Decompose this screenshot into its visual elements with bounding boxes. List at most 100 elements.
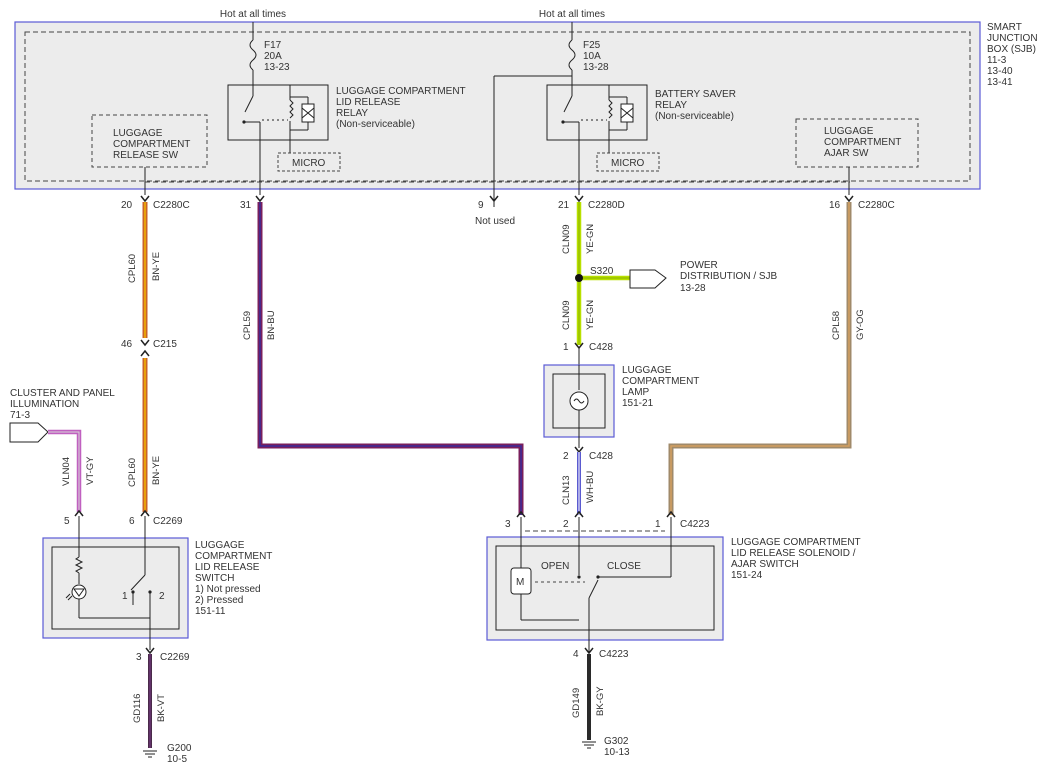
pin-3-c2269-num: 3 [136, 652, 142, 663]
pin-20-connector: C2280C [153, 200, 190, 211]
sjb-label: SMART JUNCTION BOX (SJB) 11-3 13-40 13-4… [987, 22, 1040, 88]
wire-cpl58 [668, 202, 852, 515]
pin-20-num: 20 [121, 200, 133, 211]
ajar-sw-box [795, 118, 919, 168]
solenoid-switch-contact [588, 579, 599, 599]
fuse-f25-label: F25 10A 13-28 [583, 40, 609, 73]
battery-relay-contact [563, 95, 573, 113]
lid-switch-contact [130, 574, 146, 591]
pin-6-num: 6 [129, 516, 135, 527]
wire-vln04-circuit: VLN04 [61, 457, 72, 486]
power-dist-connector-icon [629, 269, 667, 289]
lid-release-relay-label: LUGGAGE COMPARTMENT LID RELEASE RELAY (N… [336, 86, 468, 130]
lid-release-switch-label: LUGGAGE COMPARTMENT LID RELEASE SWITCH 1… [195, 540, 275, 617]
battery-saver-relay-label: BATTERY SAVER RELAY (Non-serviceable) [655, 89, 739, 122]
pin-9-not-used: Not used [475, 216, 515, 227]
ground-g302-label: G302 10-13 [604, 736, 631, 758]
battery-relay-micro-label: MICRO [611, 158, 645, 169]
wire-cpl60-top-circuit: CPL60 [127, 254, 138, 283]
wire-cln09-bottom-circuit: CLN09 [561, 300, 572, 330]
pin-21-connector: C2280D [588, 200, 625, 211]
wire-cln09-top-color: YE-GN [585, 224, 596, 254]
wire-cpl58-color: GY-OG [855, 309, 866, 340]
wire-cpl60-bottom-circuit: CPL60 [127, 458, 138, 487]
pin-3-c2269-connector: C2269 [160, 652, 190, 663]
pin-1-c428-num: 1 [563, 342, 569, 353]
connector-c2280c-16-mark [844, 195, 854, 203]
hot-feed-label-left: Hot at all times [220, 9, 286, 20]
pin-6-connector: C2269 [153, 516, 183, 527]
pin-3-solenoid-num: 3 [505, 519, 511, 530]
wire-gd116-circuit: GD116 [132, 694, 143, 723]
solenoid-inner-box [495, 545, 715, 631]
wire-cpl58-circuit: CPL58 [831, 311, 842, 340]
wire-gd116-color: BK-VT [156, 694, 167, 722]
fuse-f17-symbol [249, 39, 257, 71]
lid-release-switch-module [42, 537, 189, 639]
wire-cpl59 [257, 202, 524, 515]
wire-cln13-circuit: CLN13 [561, 475, 572, 505]
lid-relay-contact [244, 95, 254, 113]
fuse-f25-symbol [568, 39, 576, 71]
pin-4-connector: C4223 [599, 649, 629, 660]
battery-relay-micro-box [596, 152, 660, 172]
pin-16-num: 16 [829, 200, 841, 211]
solenoid-close-label: CLOSE [607, 561, 641, 572]
pin-5-num: 5 [64, 516, 70, 527]
luggage-lamp-label: LUGGAGE COMPARTMENT LAMP 151-21 [622, 365, 702, 409]
pin-9-num: 9 [478, 200, 484, 211]
pin-1-c428-connector: C428 [589, 342, 613, 353]
pin-2-c428-connector: C428 [589, 451, 613, 462]
connector-c215-mark [140, 339, 150, 347]
solenoid-label: LUGGAGE COMPARTMENT LID RELEASE SOLENOID… [731, 537, 863, 581]
splice-s320-label: S320 [590, 266, 614, 277]
pin-46-connector: C215 [153, 339, 177, 350]
lid-switch-inner-box [51, 546, 180, 630]
sjb-inner-boundary [24, 31, 971, 182]
fuse-f17-label: F17 20A 13-23 [264, 40, 290, 73]
hot-feed-label-right: Hot at all times [539, 9, 605, 20]
wire-cpl60-bottom-color: BN-YE [151, 456, 162, 485]
wire-cln09-bottom-color: YE-GN [585, 300, 596, 330]
splice-s320-dot [575, 274, 583, 282]
pin-31-num: 31 [240, 200, 252, 211]
solenoid-open-label: OPEN [541, 561, 569, 572]
lid-switch-led-icon [71, 584, 87, 600]
lid-switch-pos-1: 1 [122, 591, 128, 602]
connector-c2280d-21-mark [574, 195, 584, 203]
pin-1-solenoid-connector: C4223 [680, 519, 710, 530]
lid-switch-resistor-icon [74, 556, 84, 574]
pin-16-connector: C2280C [858, 200, 895, 211]
lid-switch-pos-2: 2 [159, 591, 165, 602]
ground-g302-icon [582, 741, 596, 749]
pin-46-num: 46 [121, 339, 133, 350]
wire-gd149-circuit: GD149 [571, 688, 582, 718]
cluster-connector-icon [9, 422, 49, 443]
power-distribution-label: POWER DISTRIBUTION / SJB 13-28 [680, 260, 780, 294]
motor-label: M [516, 577, 524, 588]
pin-2-solenoid-num: 2 [563, 519, 569, 530]
wire-cpl60-top-color: BN-YE [151, 252, 162, 281]
wire-cln13-color: WH-BU [585, 471, 596, 503]
ground-g200-label: G200 10-5 [167, 743, 194, 765]
wire-cpl59-color: BN-BU [266, 310, 277, 340]
connector-31-mark [255, 195, 265, 203]
pin-21-num: 21 [558, 200, 570, 211]
ground-g200-icon [143, 750, 157, 758]
release-sw-label: LUGGAGE COMPARTMENT RELEASE SW [113, 128, 193, 161]
sjb-module [14, 21, 981, 190]
lid-relay-micro-box [277, 152, 341, 172]
wire-vln04-color: VT-GY [85, 456, 96, 485]
pin-2-c428-num: 2 [563, 451, 569, 462]
wire-gd149-color: BK-GY [595, 686, 606, 716]
lid-relay-micro-label: MICRO [292, 158, 326, 169]
cluster-illumination-label: CLUSTER AND PANEL ILLUMINATION 71-3 [10, 388, 117, 421]
release-sw-box [91, 114, 208, 168]
connector-c2280c-20-mark [140, 195, 150, 203]
ajar-sw-label: LUGGAGE COMPARTMENT AJAR SW [824, 126, 904, 159]
pin-1-solenoid-num: 1 [655, 519, 661, 530]
wire-cln09-top-circuit: CLN09 [561, 224, 572, 254]
wire-cpl59-circuit: CPL59 [242, 311, 253, 340]
pin-4-num: 4 [573, 649, 579, 660]
